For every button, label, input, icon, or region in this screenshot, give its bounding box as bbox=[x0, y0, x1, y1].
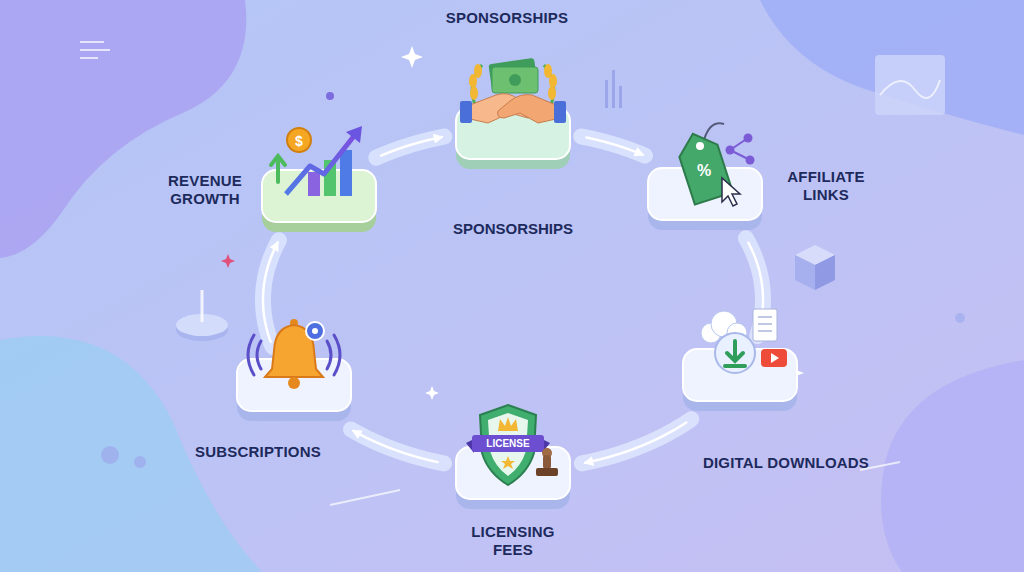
connector-arrow bbox=[381, 137, 442, 156]
platform-tile: DIGITAL DOWNLOADS bbox=[675, 297, 805, 417]
up-arrow bbox=[271, 156, 285, 182]
platform-tile: SUBSCRIPTIONS bbox=[229, 307, 359, 427]
tile-graphic bbox=[448, 395, 578, 515]
center-label: SPONSORSHIPS bbox=[453, 220, 573, 237]
tag-string bbox=[704, 123, 724, 140]
ribbon bbox=[472, 435, 544, 452]
platform-tile: LICENSING FEES bbox=[448, 395, 578, 515]
connector-arrow bbox=[585, 423, 686, 463]
tile-icon bbox=[466, 405, 558, 485]
document-line bbox=[758, 323, 772, 325]
tile-graphic bbox=[675, 297, 805, 417]
corner-blob bbox=[0, 0, 246, 258]
link-dot bbox=[743, 133, 752, 142]
icon-text: LICENSE bbox=[486, 438, 529, 449]
download-disc bbox=[715, 333, 755, 373]
stamp-handle bbox=[543, 455, 551, 469]
document-line bbox=[758, 330, 772, 332]
download-arrow bbox=[725, 341, 745, 366]
sound-wave bbox=[257, 341, 261, 369]
link-dot bbox=[745, 155, 754, 164]
tile-graphic bbox=[448, 55, 578, 175]
link-dot bbox=[725, 145, 734, 154]
leaf bbox=[470, 86, 478, 100]
shield bbox=[480, 405, 536, 485]
connector-arrow bbox=[263, 243, 278, 342]
cycle-connector bbox=[263, 240, 279, 347]
cycle-connector bbox=[582, 419, 691, 463]
tile-graphic bbox=[229, 307, 359, 427]
platform-tile: REVENUE GROWTH bbox=[254, 118, 384, 238]
tag-hole bbox=[696, 142, 704, 150]
cursor bbox=[722, 178, 740, 206]
deco-pedestal bbox=[176, 290, 228, 341]
bill-mark bbox=[509, 74, 521, 86]
cycle-connector bbox=[376, 137, 444, 158]
connector-band bbox=[581, 136, 645, 155]
leaf bbox=[474, 64, 482, 78]
sound-wave bbox=[334, 335, 340, 375]
document-line bbox=[758, 316, 772, 318]
icon-text: % bbox=[697, 162, 711, 180]
tile-icon bbox=[673, 123, 754, 206]
connector-band bbox=[263, 240, 279, 347]
stage-label: AFFILIATE LINKS bbox=[771, 168, 881, 204]
bell bbox=[265, 325, 323, 377]
badge bbox=[306, 322, 324, 340]
deco-lines bbox=[80, 42, 900, 505]
platform-tile: SPONSORSHIPS bbox=[448, 55, 578, 175]
stage-label: LICENSING FEES bbox=[453, 523, 573, 559]
sound-wave bbox=[327, 341, 331, 369]
corner-blob bbox=[881, 360, 1024, 572]
play-button bbox=[761, 349, 787, 367]
corner-blob bbox=[760, 0, 1024, 135]
tile-icon bbox=[248, 319, 340, 389]
sparkle bbox=[401, 46, 804, 400]
badge-dot bbox=[312, 328, 318, 334]
deco-cube bbox=[795, 245, 835, 290]
deco-bars bbox=[605, 70, 622, 108]
trend-head bbox=[346, 126, 362, 143]
deco-dots bbox=[101, 92, 965, 468]
connector-band bbox=[376, 137, 444, 158]
stage-label: SPONSORSHIPS bbox=[446, 9, 568, 27]
bill bbox=[492, 67, 538, 93]
deco-window bbox=[875, 55, 945, 115]
cuff bbox=[460, 101, 472, 123]
bar bbox=[340, 150, 352, 196]
connector-arrow bbox=[586, 138, 642, 155]
connector-band bbox=[351, 429, 444, 463]
crown bbox=[498, 417, 518, 431]
play-triangle bbox=[771, 353, 779, 363]
coin bbox=[287, 128, 311, 152]
connector-band bbox=[582, 419, 691, 463]
stage-label: DIGITAL DOWNLOADS bbox=[703, 454, 869, 472]
tile-icon bbox=[271, 126, 362, 196]
stamp-base bbox=[536, 468, 558, 476]
document bbox=[753, 309, 777, 341]
cycle-connector bbox=[581, 136, 645, 155]
leaf bbox=[548, 86, 556, 100]
connector-arrow bbox=[353, 431, 437, 462]
icon-text: $ bbox=[295, 133, 303, 149]
bar bbox=[308, 172, 320, 196]
sound-wave bbox=[248, 335, 254, 375]
cuff bbox=[554, 101, 566, 123]
tile-graphic bbox=[254, 118, 384, 238]
sparkle bbox=[221, 254, 235, 268]
cycle-connector bbox=[351, 429, 444, 463]
tile-icon bbox=[701, 309, 787, 373]
stage-label: REVENUE GROWTH bbox=[150, 172, 260, 208]
tile-icon bbox=[460, 58, 566, 123]
star bbox=[501, 456, 515, 469]
leaf bbox=[544, 64, 552, 78]
stage-label: SUBSCRIPTIONS bbox=[195, 443, 321, 461]
hand bbox=[498, 95, 556, 123]
bell-clapper bbox=[288, 377, 300, 389]
